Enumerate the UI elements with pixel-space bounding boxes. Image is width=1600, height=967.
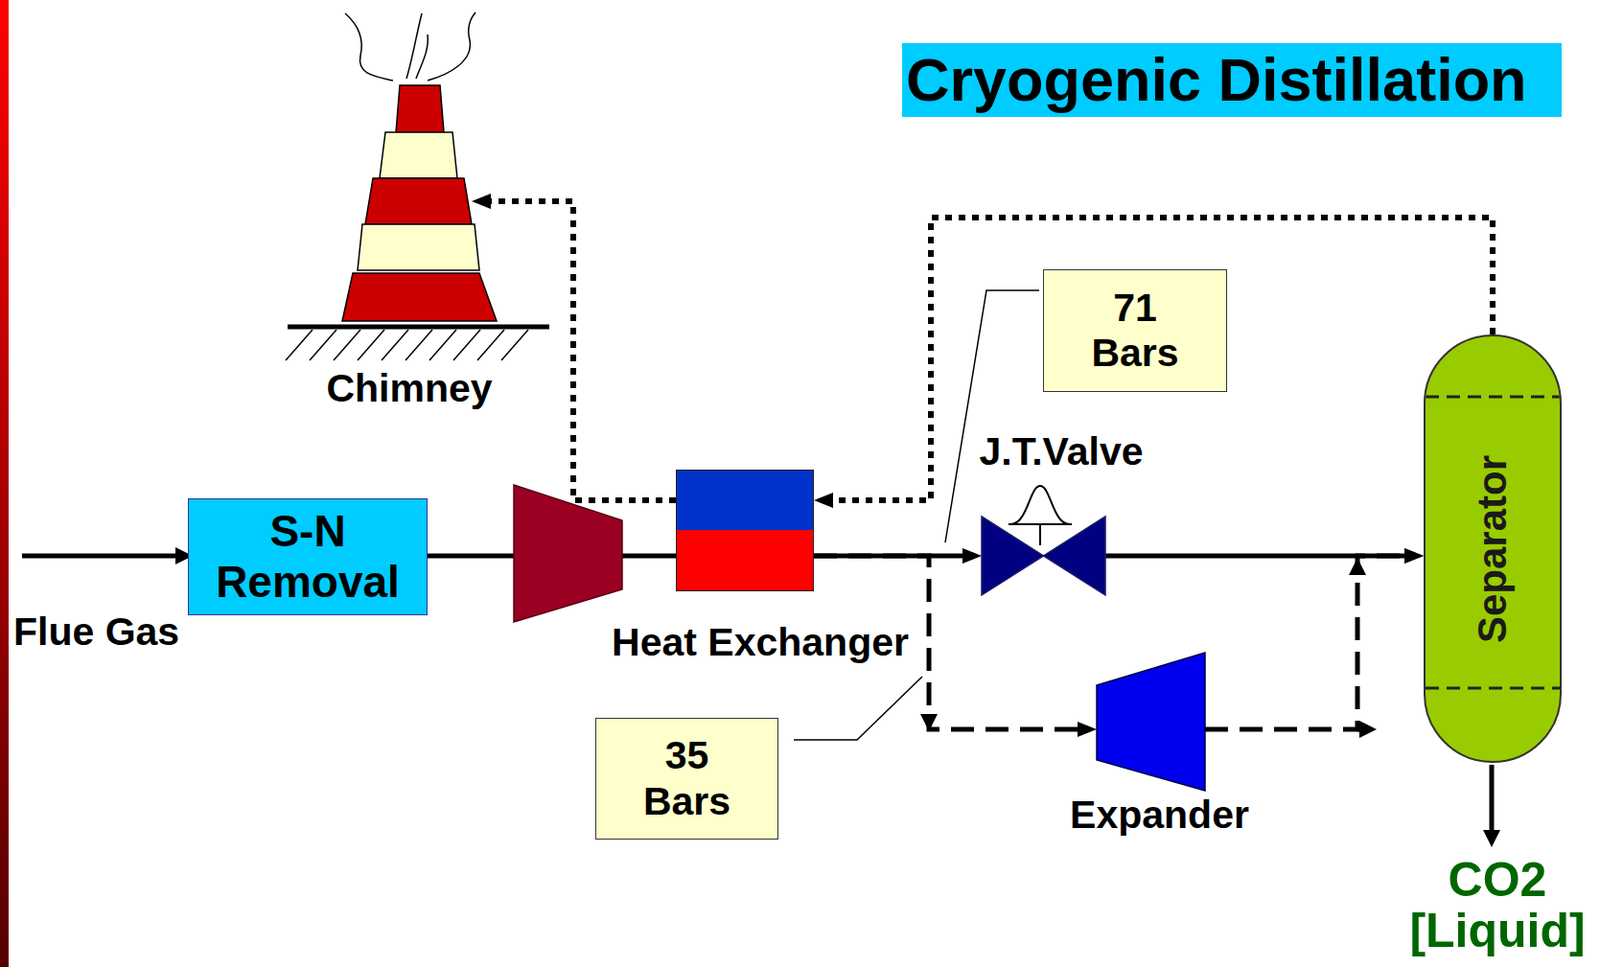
expander-body <box>1096 652 1206 791</box>
vessel-label: Separator <box>1472 454 1513 643</box>
ground-hatch <box>405 329 433 361</box>
separator-tray <box>1425 395 1562 399</box>
merge-arrowhead <box>1348 557 1367 576</box>
chimney-node: Chimney <box>364 85 472 322</box>
ground-hatch <box>453 329 481 361</box>
ground-hatch <box>501 329 529 361</box>
process-text: S-N Removal <box>194 506 421 608</box>
valve-body <box>981 516 1044 596</box>
ground-hatch <box>333 329 361 361</box>
callout-box: 35 Bars <box>595 718 779 840</box>
valve-stem <box>1039 524 1042 546</box>
ground-hatch <box>285 329 313 361</box>
valve-node: J.T.Valve <box>981 516 1106 596</box>
smoke-curl <box>427 12 476 81</box>
chimney-segment <box>395 85 444 133</box>
expander-node: Expander <box>1096 652 1206 791</box>
component-label: Chimney <box>325 369 492 409</box>
title-banner: Cryogenic Distillation <box>902 43 1562 117</box>
feed-line <box>22 554 181 559</box>
product-label: CO2 [Liquid] <box>1409 855 1585 956</box>
flow-connector <box>1105 554 1415 559</box>
callout-text: 71 Bars <box>1090 285 1179 376</box>
ground-hatch <box>477 329 505 361</box>
valve-symbol <box>981 516 1106 596</box>
component-label: J.T.Valve <box>979 432 1144 472</box>
split-arrowhead <box>920 714 938 732</box>
chimney-segment <box>342 273 497 322</box>
chimney-segment <box>379 132 458 179</box>
flow-connector <box>1205 556 1415 730</box>
component-label: Expander <box>1069 795 1250 835</box>
smoke-curl <box>345 13 394 81</box>
stub-arrowhead <box>1359 720 1377 739</box>
flow-connector <box>481 201 676 501</box>
leader-line <box>945 290 1040 543</box>
ground-hatch <box>429 329 457 361</box>
ground-hatch <box>381 329 409 361</box>
smoke-curl <box>416 34 428 79</box>
ground-hatch <box>357 329 385 361</box>
valve-actuator <box>1010 486 1070 525</box>
compressor-symbol <box>513 485 623 623</box>
product-line <box>1489 765 1495 833</box>
edge-bar <box>0 0 9 967</box>
chimney-segment <box>357 224 480 271</box>
stream-label: Flue Gas <box>13 609 180 655</box>
ground-hatch <box>309 329 337 361</box>
callout-box: 71 Bars <box>1043 269 1228 393</box>
valve-body <box>1043 516 1107 596</box>
ground-line <box>287 324 550 330</box>
product-arrowhead <box>1483 830 1501 848</box>
expander-symbol <box>1096 652 1206 791</box>
separator-tray <box>1425 687 1562 691</box>
chimney-symbol <box>364 85 472 322</box>
title-text: Cryogenic Distillation <box>905 49 1528 111</box>
callout-text: 35 Bars <box>643 733 731 824</box>
component-label: Heat Exchanger <box>611 623 909 663</box>
chimney-segment <box>365 178 472 225</box>
chimney-drawing <box>285 12 550 361</box>
leader-line <box>793 676 923 741</box>
flow-connector <box>823 217 1493 501</box>
heat-exchanger: Heat Exchanger <box>675 469 814 592</box>
process-box: S-N Removal <box>187 498 428 616</box>
separator-vessel: Separator <box>1423 334 1562 764</box>
